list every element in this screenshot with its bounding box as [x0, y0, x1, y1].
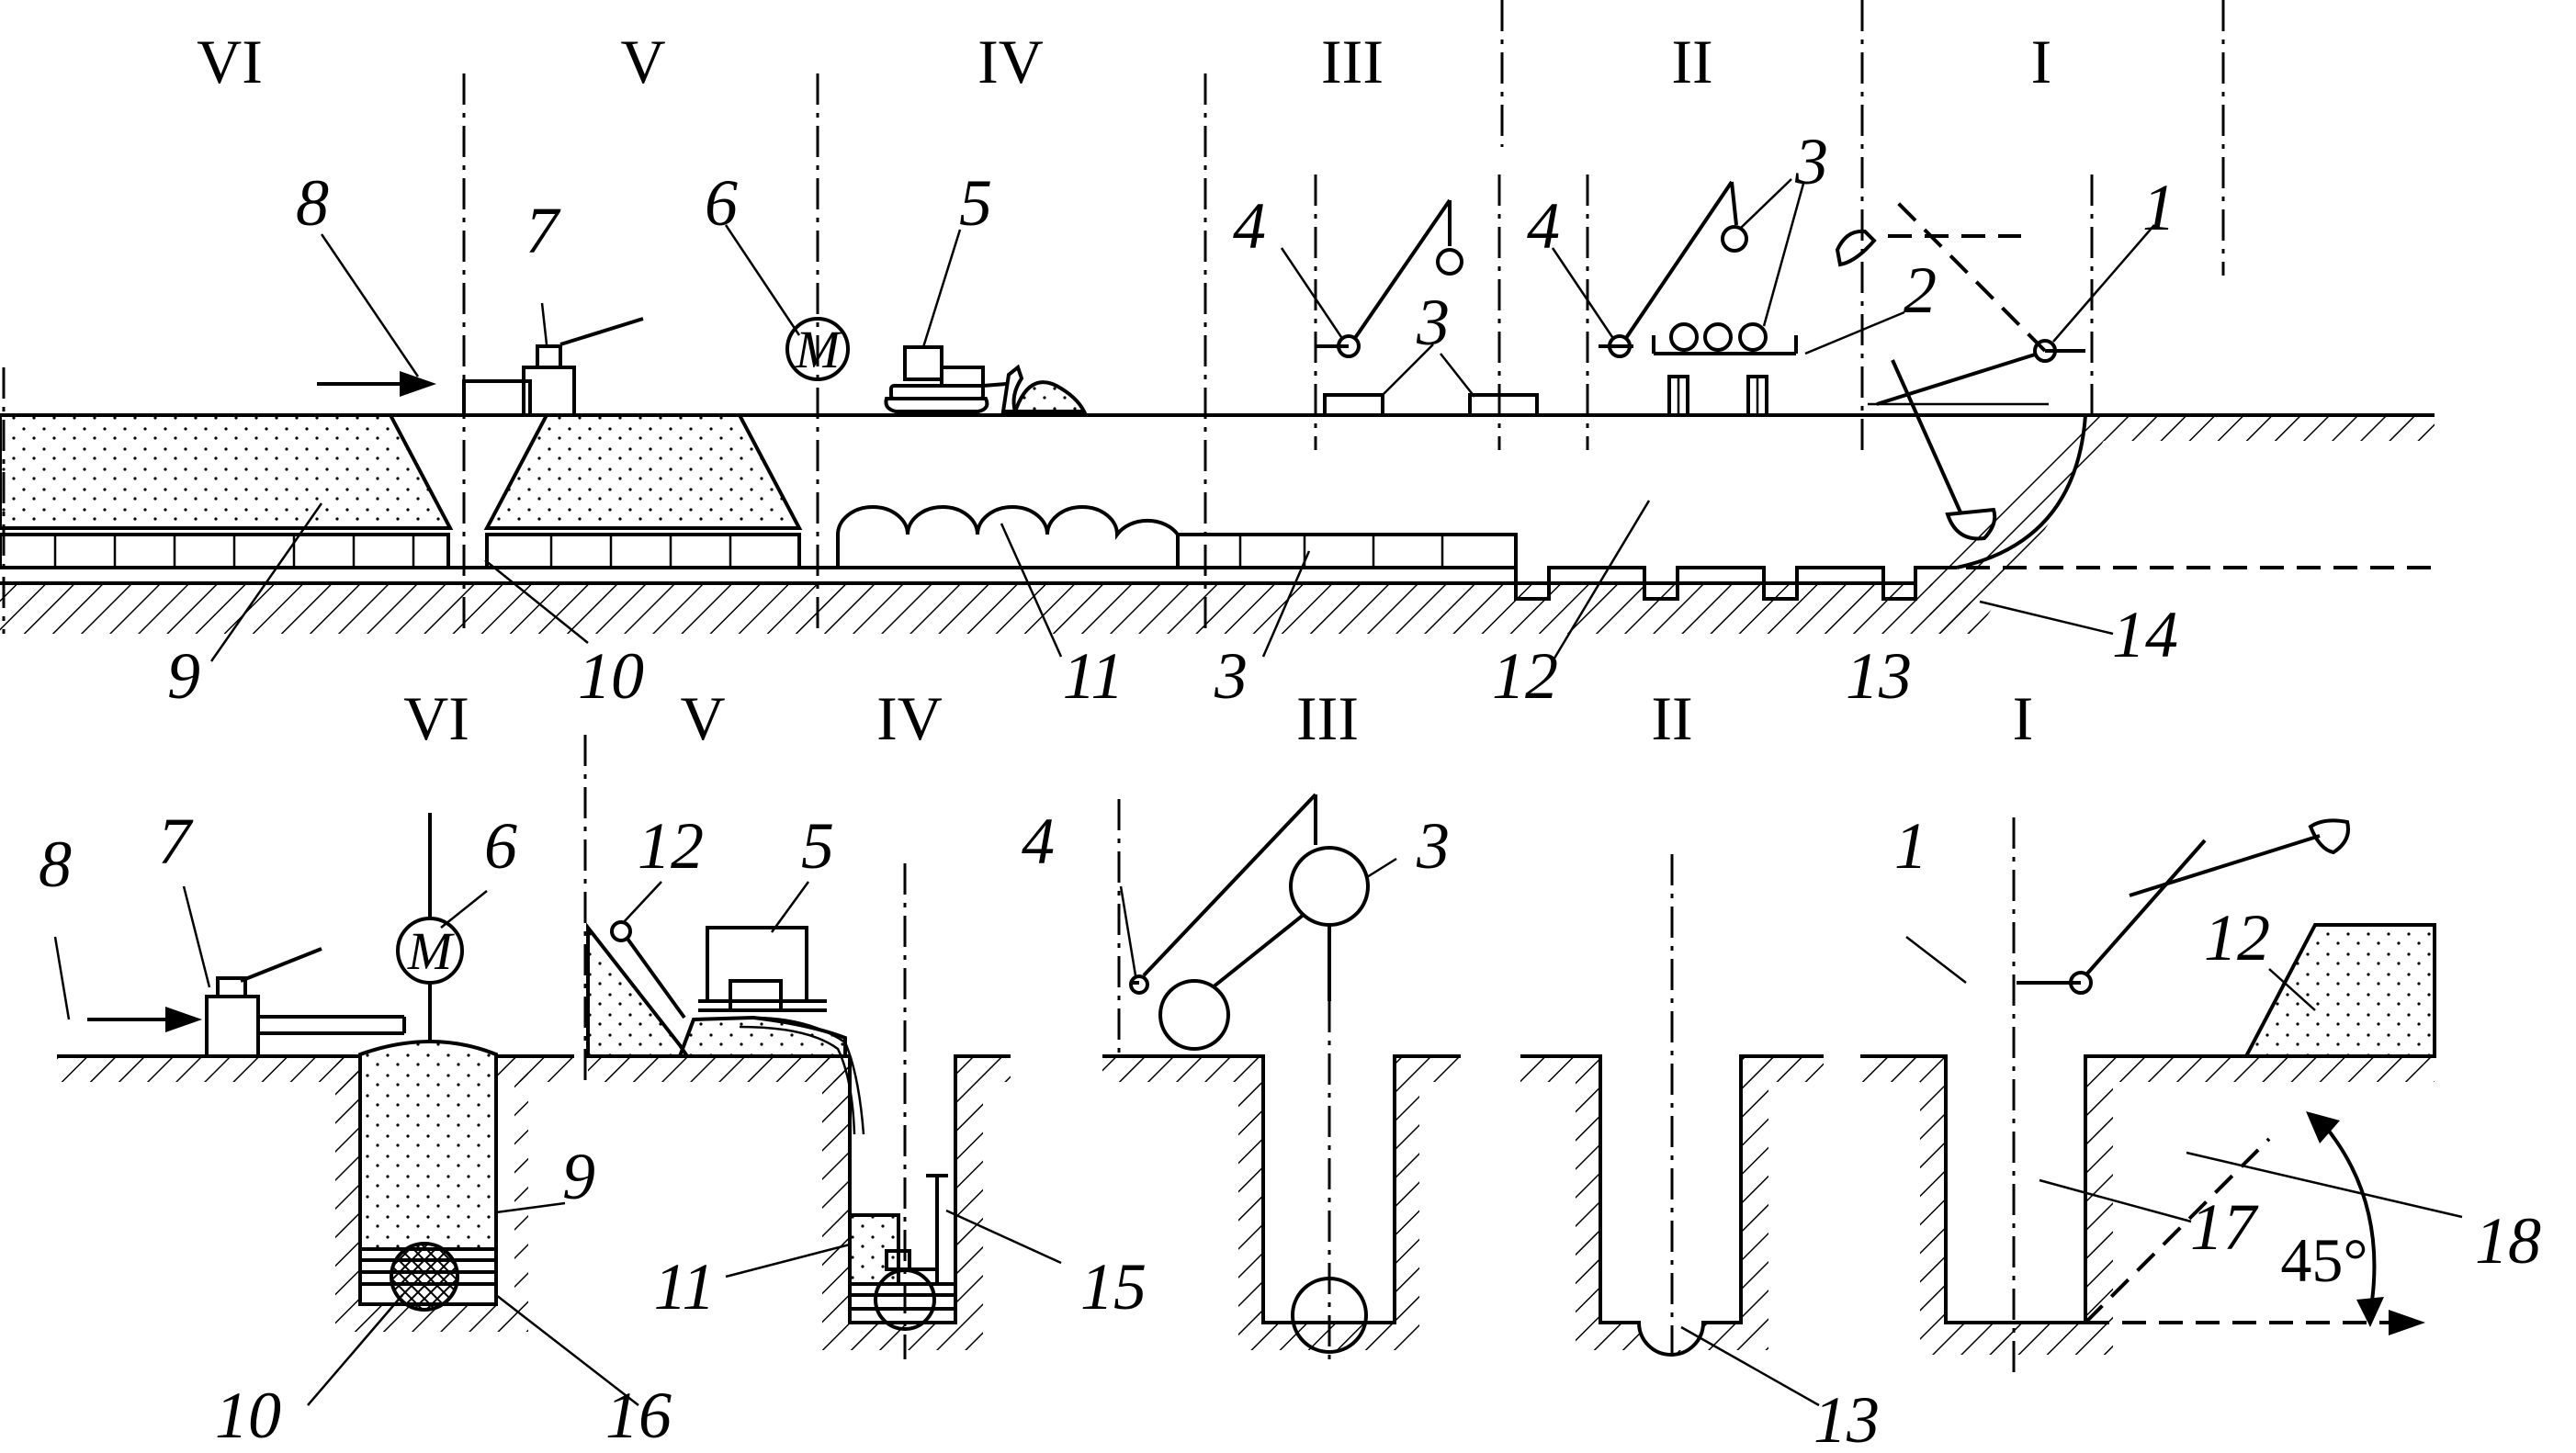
top-crane-zone-ii	[1586, 175, 1798, 450]
top-ground-hatch	[0, 583, 1971, 634]
section-vi: M	[57, 813, 574, 1332]
top-label-1: 1	[2142, 171, 2175, 244]
top-label-12: 12	[1492, 639, 1558, 713]
top-padding-arcs	[836, 505, 1180, 568]
bottom-label-6: 6	[484, 809, 517, 883]
bottom-label-17: 17	[2190, 1190, 2259, 1264]
top-label-10: 10	[578, 639, 644, 713]
top-crane-zone-iii	[1314, 175, 1539, 450]
top-label-4a: 4	[1233, 189, 1266, 263]
bottom-label-16: 16	[605, 1379, 672, 1452]
bottom-label-1: 1	[1894, 809, 1927, 883]
bottom-cross-sections: VI V IV III II I	[39, 683, 2541, 1453]
bottom-leader-lines	[53, 857, 2316, 1407]
bottom-motor-symbol: M	[407, 921, 455, 981]
top-excavation-face	[1956, 414, 2087, 569]
top-arrow-8	[317, 371, 436, 397]
bottom-label-11: 11	[654, 1250, 716, 1323]
bottom-label-3: 3	[1416, 809, 1450, 883]
bottom-zone-vi: VI	[403, 683, 469, 753]
top-label-6: 6	[705, 166, 738, 240]
top-label-4b: 4	[1527, 189, 1560, 263]
bottom-label-7: 7	[158, 805, 194, 878]
top-excavator	[1835, 175, 2094, 541]
bottom-label-12b: 12	[2204, 901, 2270, 974]
top-label-13: 13	[1846, 639, 1912, 713]
top-zone-iv: IV	[977, 27, 1044, 96]
bottom-label-18: 18	[2475, 1204, 2541, 1278]
top-bulldozer	[884, 345, 1088, 413]
bottom-zone-ii: II	[1651, 683, 1692, 753]
top-trench-pits	[1514, 535, 1957, 601]
bottom-angle-label: 45°	[2280, 1225, 2367, 1295]
bottom-zone-iv: IV	[876, 683, 943, 753]
top-zone-iii: III	[1321, 27, 1384, 96]
section-i	[1860, 817, 2463, 1373]
top-backfill-right	[483, 413, 803, 530]
top-compactor	[462, 317, 644, 417]
top-label-9: 9	[167, 639, 200, 713]
bottom-label-13: 13	[1813, 1383, 1880, 1453]
bottom-label-4: 4	[1022, 805, 1055, 878]
bottom-zone-i: I	[2013, 683, 2034, 753]
section-v	[583, 735, 865, 1135]
top-label-14: 14	[2112, 598, 2178, 671]
bottom-label-12a: 12	[638, 809, 704, 883]
top-label-3c: 3	[1214, 639, 1248, 713]
top-zone-ii: II	[1671, 27, 1712, 96]
bottom-label-10: 10	[215, 1379, 281, 1452]
top-motor: M	[785, 317, 850, 381]
bottom-label-15: 15	[1080, 1250, 1147, 1323]
top-leader-lines	[209, 178, 2155, 662]
top-longitudinal-view: VI V IV III II I	[0, 0, 2444, 713]
top-label-11: 11	[1063, 639, 1124, 713]
top-motor-symbol: M	[795, 320, 842, 379]
top-label-8: 8	[296, 166, 329, 240]
top-pipeline-laid	[1176, 533, 1518, 569]
top-backfill-left	[0, 413, 454, 530]
top-pipeline-covered	[0, 533, 801, 569]
bottom-label-8: 8	[39, 828, 72, 901]
top-label-5: 5	[959, 166, 992, 240]
bottom-label-9: 9	[562, 1140, 595, 1213]
bottom-zone-v: V	[680, 683, 725, 753]
top-label-7: 7	[525, 194, 561, 267]
section-ii	[1520, 854, 1824, 1359]
top-label-3a: 3	[1416, 286, 1450, 359]
top-label-3b: 3	[1794, 125, 1828, 198]
bottom-zone-iii: III	[1296, 683, 1359, 753]
section-iv	[822, 863, 1011, 1359]
bottom-label-5: 5	[801, 809, 834, 883]
top-zone-i: I	[2031, 27, 2052, 96]
top-zone-vi: VI	[197, 27, 263, 96]
top-label-2: 2	[1904, 253, 1937, 327]
top-right-ground-hatch	[1929, 415, 2435, 634]
top-zone-v: V	[620, 27, 665, 96]
section-iii	[1102, 793, 1461, 1359]
